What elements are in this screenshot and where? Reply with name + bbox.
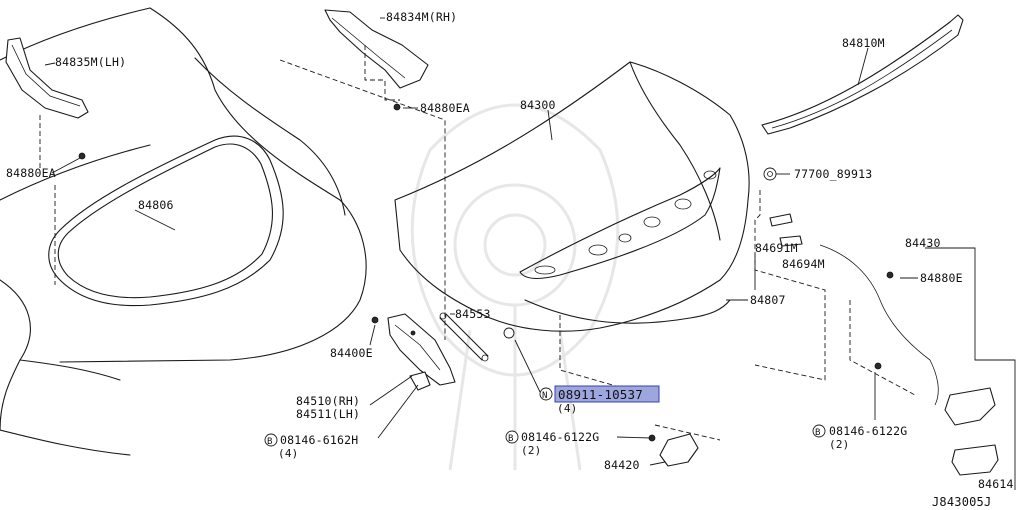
label-84807: 84807 [750,293,786,307]
bolt-mid-number: 08146-6122G [521,430,599,444]
striker-84614 [874,362,999,476]
bolt-mid-qty: (2) [521,444,541,457]
latch-84420 [648,433,699,467]
part-84835m-weatherstrip [5,37,89,119]
damper-stay-84553 [439,312,489,362]
part-84834m-weatherstrip [324,9,429,89]
bolt-callout-mid: B 08146-6122G (2) [505,430,599,457]
body-rear-quarter [0,7,367,456]
bolt-right-prefix: B [815,428,821,438]
nut-qty: (4) [557,402,577,415]
label-84810m: 84810M [842,36,885,50]
watermark-emblem [410,103,620,471]
bolt-callout-left: B 08146-6162H (4) [264,433,358,460]
trunk-lid-84300 [394,61,750,332]
label-84880ea-left: 84880EA [6,166,56,180]
grommet-77700 [763,167,777,181]
bolt-left-qty: (4) [278,447,298,460]
label-84614: 84614 [978,477,1014,491]
label-77700: 77700_89913 [794,167,872,181]
label-84880e: 84880E [920,271,963,285]
label-84694m: 84694M [782,257,825,271]
label-84691m: 84691M [755,241,798,255]
nut-08911 [503,327,515,339]
bolt-right-number: 08146-6122G [829,424,907,438]
label-84420: 84420 [604,458,640,472]
diagram-code: J843005J [932,495,991,509]
label-84300: 84300 [520,98,556,112]
selected-part-highlight [554,385,660,403]
label-84511: 84511(LH) [296,407,360,421]
nut-prefix: N [542,391,548,401]
leader-lines [44,17,1016,490]
label-84835m: 84835M(LH) [55,55,126,69]
label-84553: 84553 [455,307,491,321]
nut-number[interactable]: 08911-10537 [558,387,643,402]
spoiler-84810m [761,14,964,135]
bolt-left-prefix: B [267,437,273,447]
clip-84880ea-top [393,103,401,111]
label-84400e: 84400E [330,346,373,360]
bolt-mid-prefix: B [508,434,514,444]
label-84430: 84430 [905,236,941,250]
clip-84880ea-left [78,152,86,160]
label-84834m: 84834M(RH) [386,10,457,24]
nut-callout[interactable]: N 08911-10537 (4) [539,385,660,415]
label-84880ea-top: 84880EA [420,101,470,115]
label-84510: 84510(RH) [296,394,360,408]
label-84806: 84806 [138,198,174,212]
bolt-left-number: 08146-6162H [280,433,358,447]
bolt-right-qty: (2) [829,438,849,451]
bolt-callout-right: B 08146-6122G (2) [812,424,907,451]
lock-cable-84430 [769,213,939,406]
hinge-assembly-84510 [371,313,456,391]
trunk-opening-84806 [48,135,284,307]
